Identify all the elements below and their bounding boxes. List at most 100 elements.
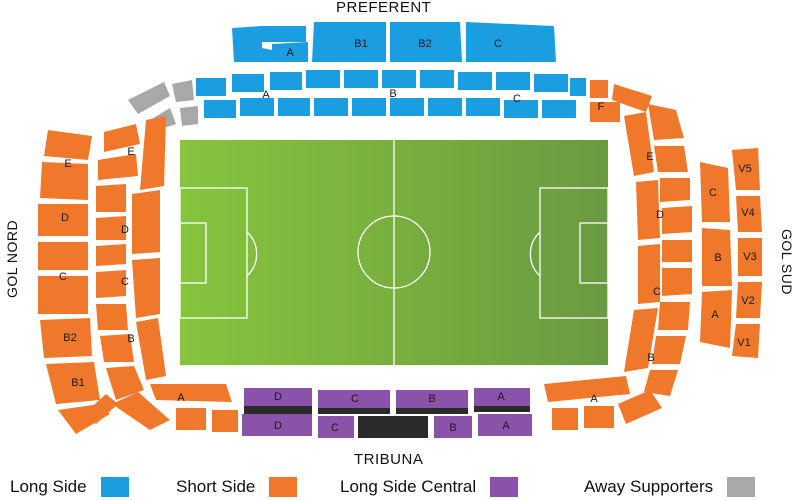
preferent-lower-row1-block[interactable]	[306, 70, 340, 88]
gol-nord-inner-d[interactable]	[96, 216, 126, 240]
away-block-2[interactable]	[172, 80, 194, 102]
gol-sud-outer-v2[interactable]	[736, 282, 762, 318]
preferent-corner-block-2[interactable]	[612, 84, 652, 112]
preferent-lower-row2-block[interactable]	[542, 100, 576, 118]
gol-sud-inner-c1[interactable]	[662, 240, 692, 262]
gol-sud-curve-top[interactable]	[624, 112, 654, 176]
gol-nord-outer-corner-2[interactable]	[84, 394, 118, 424]
preferent-lower-row2-block[interactable]	[352, 98, 386, 116]
tribuna-upper-b[interactable]	[396, 390, 468, 408]
gol-nord-inner-c1[interactable]	[96, 244, 126, 266]
gol-nord-inner-d1[interactable]	[96, 184, 126, 212]
tribuna-rail-1[interactable]	[244, 406, 312, 412]
section-label-preferent-lower-b: B	[389, 88, 396, 100]
preferent-lower-row1-block[interactable]	[420, 70, 454, 88]
gol-sud-middle-a[interactable]	[700, 290, 732, 348]
preferent-lower-row1-block[interactable]	[534, 74, 568, 92]
gol-sud-inner-b0[interactable]	[644, 370, 678, 396]
gol-nord-inner-b1[interactable]	[96, 304, 128, 330]
section-label-gol-sud-inner-e: E	[646, 151, 653, 163]
gol-nord-inner-e[interactable]	[98, 154, 138, 180]
preferent-lower-row1-block[interactable]	[344, 70, 378, 88]
preferent-lower-row1-block[interactable]	[496, 72, 530, 90]
gol-sud-outer-v3[interactable]	[738, 238, 762, 276]
preferent-lower-row1-block[interactable]	[458, 72, 492, 90]
gol-nord-inner-b0[interactable]	[106, 366, 144, 400]
preferent-upper-block-a-top[interactable]	[260, 26, 306, 42]
preferent-corner-block-1[interactable]	[590, 80, 608, 98]
preferent-upper-block-b2[interactable]	[390, 22, 462, 62]
tribuna-lower-c[interactable]	[318, 416, 354, 438]
gol-nord-inner-b[interactable]	[100, 334, 134, 362]
tribuna-corner-right-2[interactable]	[584, 406, 614, 428]
gol-nord-curve-top[interactable]	[140, 116, 166, 190]
gol-sud-inner-b[interactable]	[652, 336, 686, 364]
tribuna-lower-d[interactable]	[242, 414, 312, 436]
tribuna-corner-left-2[interactable]	[176, 408, 206, 430]
tribuna-corner-left-3[interactable]	[212, 410, 238, 432]
tribuna-lower-media[interactable]	[358, 416, 428, 438]
preferent-lower-row2-block[interactable]	[314, 98, 348, 116]
preferent-lower-row2-block[interactable]	[466, 98, 500, 116]
gol-sud-inner-d[interactable]	[662, 206, 692, 234]
tribuna-upper-a[interactable]	[474, 388, 530, 406]
tribuna-corner-left-a[interactable]	[150, 384, 232, 402]
gol-nord-outer-d2[interactable]	[38, 242, 88, 270]
gol-sud-inner-b1[interactable]	[658, 302, 690, 330]
gol-nord-curve-bottom[interactable]	[136, 318, 166, 380]
tribuna-rail-3[interactable]	[396, 408, 468, 414]
away-block-1[interactable]	[128, 82, 170, 114]
gol-sud-middle-b[interactable]	[702, 228, 732, 286]
gol-sud-inner-e[interactable]	[654, 146, 688, 172]
preferent-upper-block-a[interactable]	[232, 26, 308, 62]
gol-sud-outer-v5[interactable]	[732, 148, 760, 190]
tribuna-rail-4[interactable]	[474, 406, 530, 412]
gol-nord-curve-low[interactable]	[132, 258, 160, 318]
gol-nord-outer-b1[interactable]	[46, 362, 100, 404]
gol-sud-outer-v1[interactable]	[732, 324, 760, 358]
gol-sud-curve-mid[interactable]	[636, 180, 660, 240]
preferent-lower-row1-block[interactable]	[196, 78, 226, 96]
gol-nord-outer-c[interactable]	[38, 276, 88, 314]
tribuna-corner-right-3[interactable]	[618, 390, 662, 424]
preferent-lower-row2-block[interactable]	[204, 100, 236, 118]
preferent-lower-row2-block[interactable]	[428, 98, 462, 116]
preferent-lower-row2-block[interactable]	[390, 98, 424, 116]
gol-nord-curve-mid[interactable]	[132, 190, 160, 254]
tribuna-corner-left-1[interactable]	[112, 392, 170, 430]
gol-sud-curve-low[interactable]	[638, 244, 660, 304]
preferent-corner-block-f[interactable]	[590, 102, 620, 122]
gol-sud-middle-c[interactable]	[700, 162, 730, 222]
gol-sud-inner-c[interactable]	[662, 268, 692, 296]
gol-nord-inner-c[interactable]	[96, 270, 126, 298]
preferent-lower-row2-block[interactable]	[278, 98, 310, 116]
gol-sud-outer-v4[interactable]	[736, 196, 762, 232]
tribuna-lower-b[interactable]	[434, 416, 472, 438]
preferent-upper-block-b1[interactable]	[312, 22, 386, 62]
tribuna-lower-a[interactable]	[478, 414, 532, 436]
away-block-4[interactable]	[180, 106, 198, 126]
preferent-lower-row2-block[interactable]	[240, 98, 274, 116]
gol-sud-inner-d1[interactable]	[660, 178, 690, 202]
gol-nord-inner-e-top[interactable]	[104, 124, 140, 152]
tribuna-corner-right-a[interactable]	[544, 376, 630, 402]
preferent-lower-row1-block[interactable]	[382, 70, 416, 88]
tribuna-corner-right-1[interactable]	[552, 408, 578, 430]
preferent-lower-row1-block[interactable]	[232, 74, 264, 92]
gol-nord-outer-e-top[interactable]	[44, 130, 92, 160]
legend: Long Side Short Side Long Side Central A…	[0, 470, 800, 500]
tribuna-upper-c[interactable]	[318, 390, 390, 408]
gol-nord-outer-e[interactable]	[40, 162, 88, 200]
gol-sud-curve-bottom[interactable]	[624, 308, 658, 372]
preferent-upper-block-c[interactable]	[466, 22, 556, 62]
gol-nord-outer-d[interactable]	[38, 204, 88, 236]
preferent-lower-row1-block[interactable]	[570, 78, 586, 96]
tribuna-upper-d[interactable]	[244, 388, 312, 406]
tribuna-rail-2[interactable]	[318, 408, 390, 414]
gol-nord-outer-b2[interactable]	[40, 318, 92, 358]
preferent-lower-row1-block[interactable]	[270, 72, 302, 90]
gol-sud-inner-e-top[interactable]	[648, 104, 684, 140]
preferent-lower-row2-block[interactable]	[504, 100, 538, 118]
